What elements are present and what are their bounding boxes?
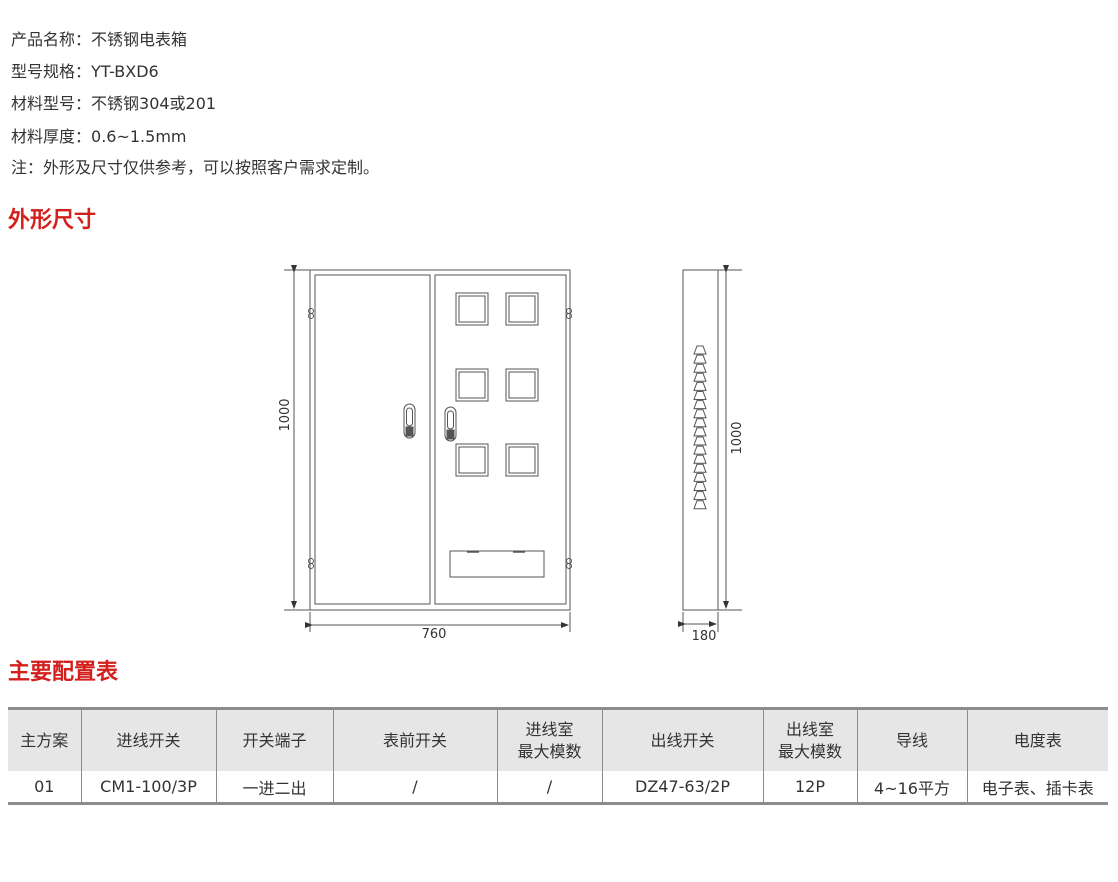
column-header: 开关端子 xyxy=(215,708,333,771)
vent-slot xyxy=(693,381,707,391)
right-door xyxy=(434,274,567,605)
front-view xyxy=(284,265,572,632)
value: 外形及尺寸仅供参考，可以按照客户需求定制。 xyxy=(43,158,380,177)
info-product-name: 产品名称：不锈钢电表箱 xyxy=(11,30,187,50)
label: 材料厚度： xyxy=(11,127,92,146)
front-height-label: 1000 xyxy=(278,398,293,431)
column-header: 出线开关 xyxy=(601,708,763,771)
section-title-dimensions: 外形尺寸 xyxy=(8,208,97,233)
info-material: 材料型号：不锈钢304或201 xyxy=(11,94,216,114)
table-cell: 12P xyxy=(762,771,857,804)
side-view xyxy=(678,265,742,632)
vent-slot xyxy=(693,354,707,364)
vent-slot xyxy=(693,427,707,437)
table-cell: / xyxy=(496,771,602,804)
vent-slot xyxy=(693,472,707,482)
label: 注： xyxy=(11,158,44,177)
vent-slot xyxy=(693,418,707,428)
column-header: 导线 xyxy=(856,708,967,771)
value: 0.6~1.5mm xyxy=(91,127,187,146)
section-title-config: 主要配置表 xyxy=(8,660,119,685)
left-door xyxy=(314,274,431,605)
table-cell: 一进二出 xyxy=(215,771,333,804)
label: 产品名称： xyxy=(11,30,92,49)
vent-slot xyxy=(693,454,707,464)
hinge-icon xyxy=(308,308,572,569)
table-cell: / xyxy=(332,771,497,804)
vent-slot xyxy=(693,391,707,400)
vent-slot xyxy=(693,372,707,382)
value: 不锈钢电表箱 xyxy=(91,30,188,49)
breaker-window xyxy=(449,550,545,578)
vent-slots xyxy=(693,345,707,510)
value: 不锈钢304或201 xyxy=(91,94,217,113)
dimension-drawing: 1000 760 1000 180 xyxy=(278,265,745,644)
column-header: 进线开关 xyxy=(80,708,216,771)
door-handle-icon xyxy=(403,403,457,442)
vent-slot xyxy=(693,482,707,491)
table-header-row: 主方案进线开关开关端子表前开关进线室 最大模数出线开关出线室 最大模数导线电度表 xyxy=(8,708,1108,771)
vent-slot xyxy=(693,500,707,510)
meter-windows xyxy=(455,292,539,477)
table-cell: DZ47-63/2P xyxy=(601,771,763,804)
front-width-label: 760 xyxy=(422,627,447,642)
config-table: 主方案进线开关开关端子表前开关进线室 最大模数出线开关出线室 最大模数导线电度表… xyxy=(8,707,1108,805)
column-header: 出线室 最大模数 xyxy=(762,708,857,771)
vent-slot xyxy=(693,463,707,473)
table-cell: 01 xyxy=(34,777,55,796)
side-depth-label: 180 xyxy=(692,629,717,644)
vent-slot xyxy=(693,363,707,373)
vent-slot xyxy=(693,409,707,419)
vent-slot xyxy=(693,400,707,410)
info-note: 注：外形及尺寸仅供参考，可以按照客户需求定制。 xyxy=(11,158,379,178)
vent-slot xyxy=(693,491,707,501)
column-header: 主方案 xyxy=(8,708,81,771)
column-header: 进线室 最大模数 xyxy=(496,708,602,771)
label: 材料型号： xyxy=(11,94,92,113)
table-cell: 4~16平方 xyxy=(856,771,967,804)
column-header: 表前开关 xyxy=(332,708,497,771)
info-model: 型号规格：YT-BXD6 xyxy=(11,62,159,82)
vent-slot xyxy=(693,345,707,355)
info-thickness: 材料厚度：0.6~1.5mm xyxy=(11,127,186,147)
table-cell: CM1-100/3P xyxy=(80,771,216,804)
side-height-label: 1000 xyxy=(730,421,745,454)
vent-slot xyxy=(693,436,707,446)
column-header: 电度表 xyxy=(966,708,1108,771)
table-cell: 电子表、插卡表 xyxy=(966,771,1108,804)
value: YT-BXD6 xyxy=(91,62,159,81)
vent-slot xyxy=(693,445,707,455)
label: 型号规格： xyxy=(11,62,92,81)
